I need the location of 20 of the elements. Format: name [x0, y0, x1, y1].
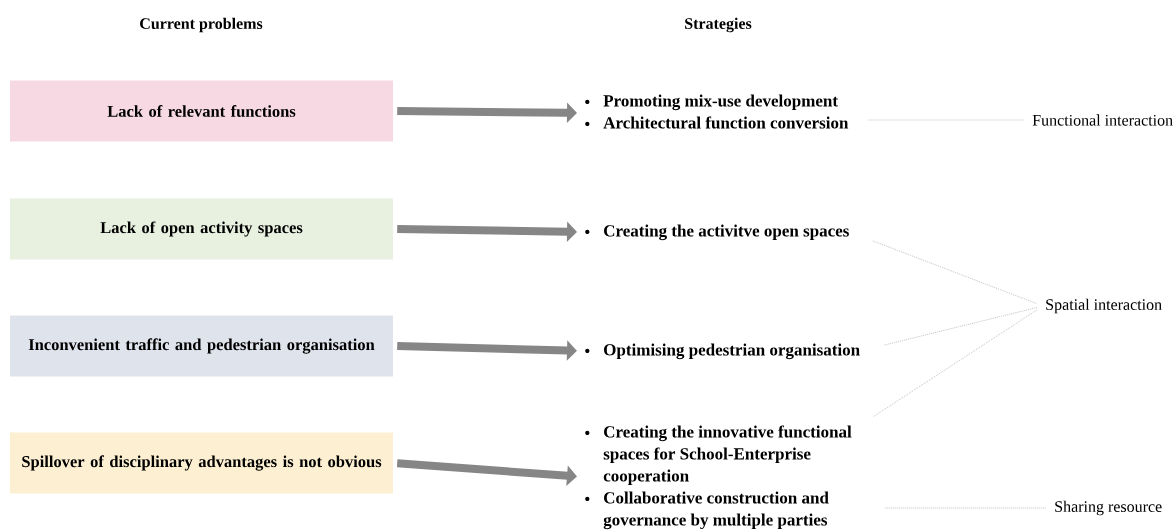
category-label: Sharing resource: [1055, 500, 1162, 516]
column-heading: Current problems: [140, 17, 263, 33]
leader-line: [873, 308, 1039, 417]
bullet-list: Optimising pedestrian organisation: [585, 343, 860, 360]
node-label: Promoting mix-use development: [603, 94, 838, 111]
problem-box: Lack of relevant functions: [10, 80, 393, 142]
category-label: Functional interaction: [1032, 114, 1173, 126]
node-label: Architectural function conversion: [603, 116, 849, 129]
bullet-list: Creating the innovative functional spaces for School-Enterprise cooperation Collaborative construction and governance by multiple parties: [585, 425, 852, 530]
leader-line: [884, 307, 1038, 346]
node-label: Creating the innovative functional spaces for School-Enterprise cooperation: [603, 425, 852, 486]
column-heading: Strategies: [685, 17, 752, 33]
problem-box: Inconvenient traffic and pedestrian organisation: [10, 315, 393, 377]
bullet-list: Creating the activitve open spaces: [585, 224, 849, 241]
problem-box: Spillover of disciplinary advantages is not obvious: [10, 432, 393, 494]
leader-line: [872, 240, 1038, 305]
node-label: Collaborative construction and governance by multiple parties: [603, 491, 829, 530]
bullet-list: Promoting mix-use development Architectural function conversion: [585, 94, 849, 129]
category-label: Spatial interaction: [1046, 298, 1162, 314]
problem-box: Lack of open activity spaces: [10, 198, 393, 260]
